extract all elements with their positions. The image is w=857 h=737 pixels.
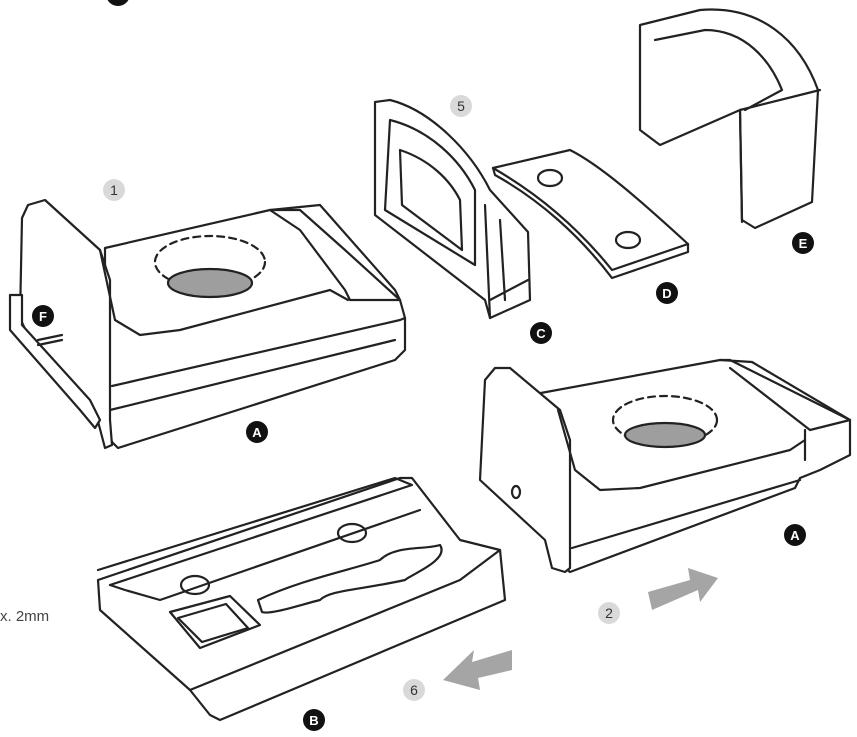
part-label-c: C [536,326,546,341]
part-label-a-left: A [252,425,262,440]
part-label-e: E [799,236,808,251]
step-badge-6: 6 [403,679,425,701]
part-badge-c: C [530,322,552,344]
part-badge-b: B [303,709,325,731]
part-c-clip-frame [373,98,532,320]
part-a-left [8,198,407,450]
part-b-hole-1 [179,574,211,596]
part-a-right-hole [623,421,707,449]
part-badge-e: E [792,232,814,254]
step-label-1: 1 [110,182,118,198]
arrow-step-6-icon [443,650,512,690]
part-label-f: F [39,309,47,324]
part-a-left-hole [166,267,254,299]
part-a-right [478,358,852,574]
part-label-d: D [662,286,671,301]
step-label-2: 2 [605,605,613,621]
step-label-5: 5 [457,98,465,114]
part-e-cap [638,8,822,230]
part-label-a-right: A [790,528,800,543]
part-d-plate [491,148,690,280]
part-d-hole-1 [536,168,564,188]
part-badge-d: D [656,282,678,304]
arrow-step-2-icon [648,568,718,610]
part-b-hole-2 [336,522,368,544]
part-badge-f: F [32,305,54,327]
step-badge-5: 5 [450,95,472,117]
step-badge-2: 2 [598,602,620,624]
part-b-rail [96,476,507,722]
part-a-right-pin [510,484,522,500]
part-badge-a-left: A [246,421,268,443]
part-label-b: B [309,713,318,728]
step-badge-1: 1 [103,179,125,201]
clipped-dimension-text: x. 2mm [0,608,50,625]
top-clipped-badge [107,0,129,6]
part-badge-a-right: A [784,524,806,546]
step-label-6: 6 [410,682,418,698]
part-d-hole-2 [614,230,642,250]
